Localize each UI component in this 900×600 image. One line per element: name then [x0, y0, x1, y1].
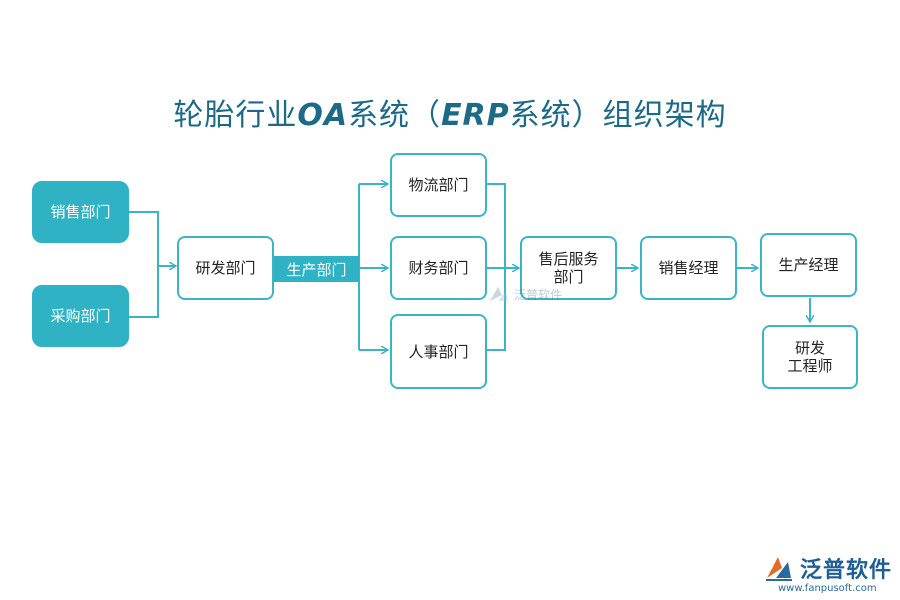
logistics-dept-node: 物流部门: [390, 153, 487, 217]
rnd-engineer-node: 研发 工程师: [762, 325, 858, 389]
after-sales-line2: 部门: [553, 268, 584, 286]
brand-logo: 泛普软件 www.fanpusoft.com: [764, 552, 892, 594]
watermark-text: 泛普软件: [514, 287, 563, 302]
after-sales-dept-node: 售后服务 部门: [520, 236, 617, 300]
center-watermark: 泛普软件: [488, 285, 562, 303]
page-title: 轮胎行业OA系统（ERP系统）组织架构: [173, 98, 727, 133]
rnd-dept-node: 研发部门: [177, 236, 274, 300]
production-dept-node: 生产部门: [274, 256, 359, 282]
fanpu-logo-icon: [766, 557, 792, 581]
after-sales-line1: 售后服务: [538, 250, 599, 268]
brand-url: www.fanpusoft.com: [778, 583, 877, 594]
hr-dept-node: 人事部门: [390, 314, 487, 389]
rnd-engineer-line2: 工程师: [787, 357, 833, 375]
watermark-logo-icon: [490, 287, 508, 301]
purchase-dept-node: 采购部门: [32, 285, 129, 347]
sales-manager-node: 销售经理: [640, 236, 737, 300]
finance-dept-node: 财务部门: [390, 236, 487, 300]
brand-name: 泛普软件: [800, 558, 893, 583]
rnd-engineer-line1: 研发: [794, 339, 825, 357]
production-manager-node: 生产经理: [760, 233, 857, 297]
sales-dept-node: 销售部门: [32, 181, 129, 243]
